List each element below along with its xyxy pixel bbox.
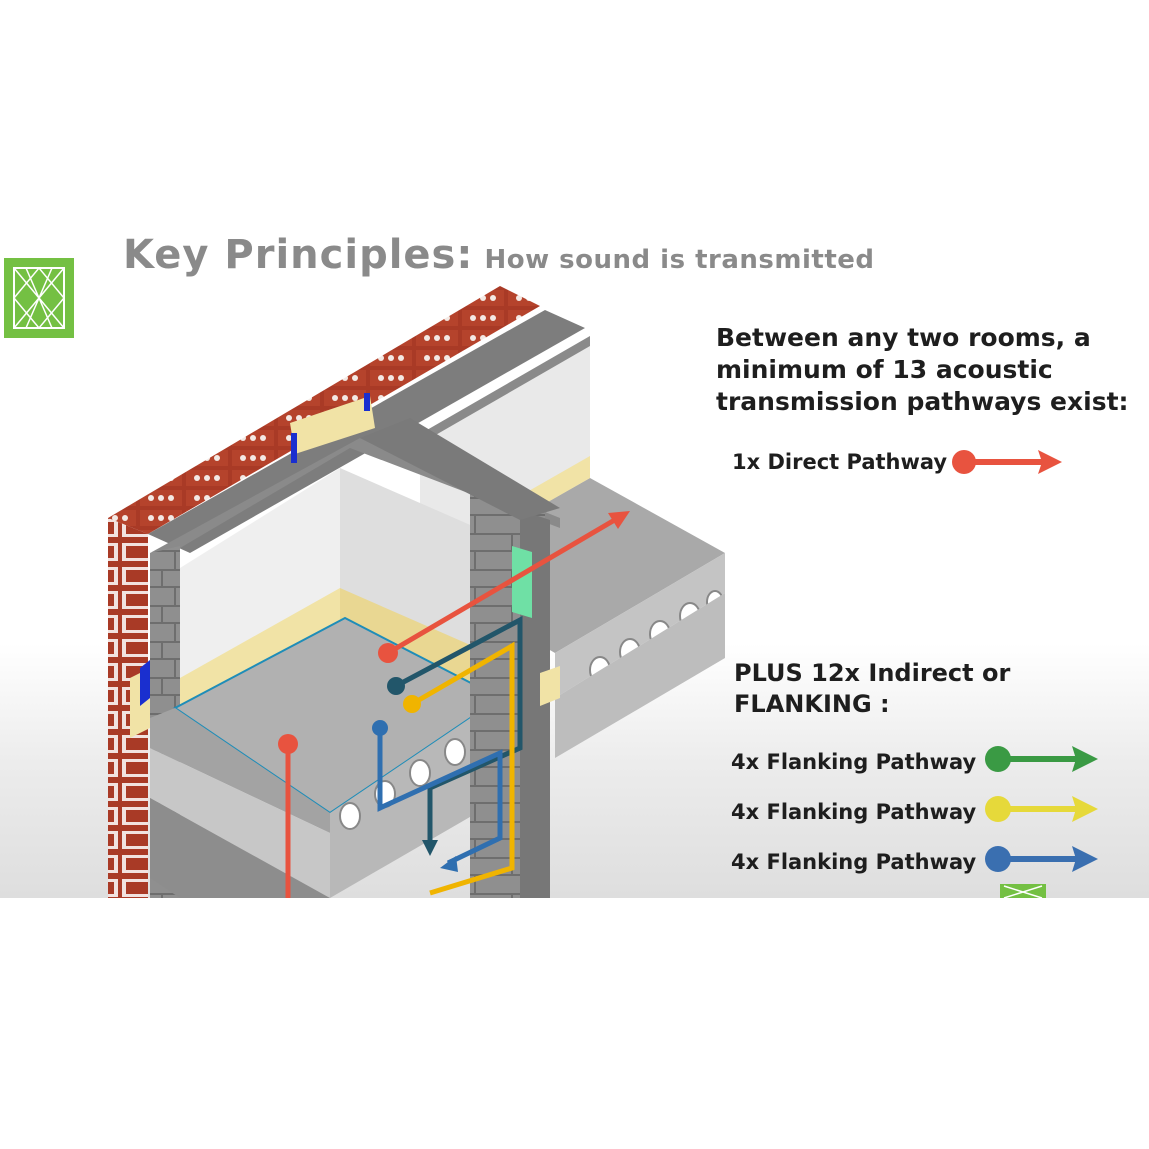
upper-room-back-wall: [420, 336, 590, 574]
slide-subtitle: How sound is transmitted: [484, 245, 875, 275]
slide: Key Principles: How sound is transmitted…: [0, 228, 1149, 898]
blue-pathway: [377, 728, 503, 866]
lower-right-slab: [555, 593, 725, 758]
teal-pathway: [394, 615, 523, 848]
direct-pathway-label: 1x Direct Pathway: [732, 450, 948, 474]
logo-icon: [4, 258, 74, 338]
intro-text: Between any two rooms, a minimum of 13 a…: [716, 323, 1129, 416]
blue-arrow-icon: [985, 846, 1098, 872]
yellow-flanking-label: 4x Flanking Pathway: [731, 800, 977, 824]
outer-brick-wall-face: [108, 518, 148, 898]
slide-title-main: Key Principles:: [123, 232, 474, 278]
small-logo-icon: [1000, 884, 1046, 898]
inner-block-leaf: [148, 310, 585, 553]
outer-brick-wall-top: [108, 286, 540, 534]
lower-slab-side: [150, 748, 330, 898]
plus-flanking-text: PLUS 12x Indirect or FLANKING :: [734, 659, 1011, 718]
green-flanking-label: 4x Flanking Pathway: [731, 750, 977, 774]
yellow-arrow-icon: [985, 796, 1098, 822]
green-arrow-icon: [985, 746, 1098, 772]
cavity-board: [512, 546, 532, 618]
insulation-top: [290, 396, 375, 454]
direct-arrow-icon: [952, 450, 1062, 474]
skirting-right: [340, 588, 500, 698]
building-section-diagram: [108, 286, 725, 898]
skirting-left: [180, 588, 340, 708]
blue-flanking-label: 4x Flanking Pathway: [731, 850, 977, 874]
lower-slab-top: [150, 708, 330, 833]
direct-pathway-line: [386, 515, 620, 656]
slide-title: Key Principles: How sound is transmitted: [123, 232, 875, 278]
title-fade: [0, 228, 1149, 276]
yellow-pathway: [410, 641, 515, 896]
